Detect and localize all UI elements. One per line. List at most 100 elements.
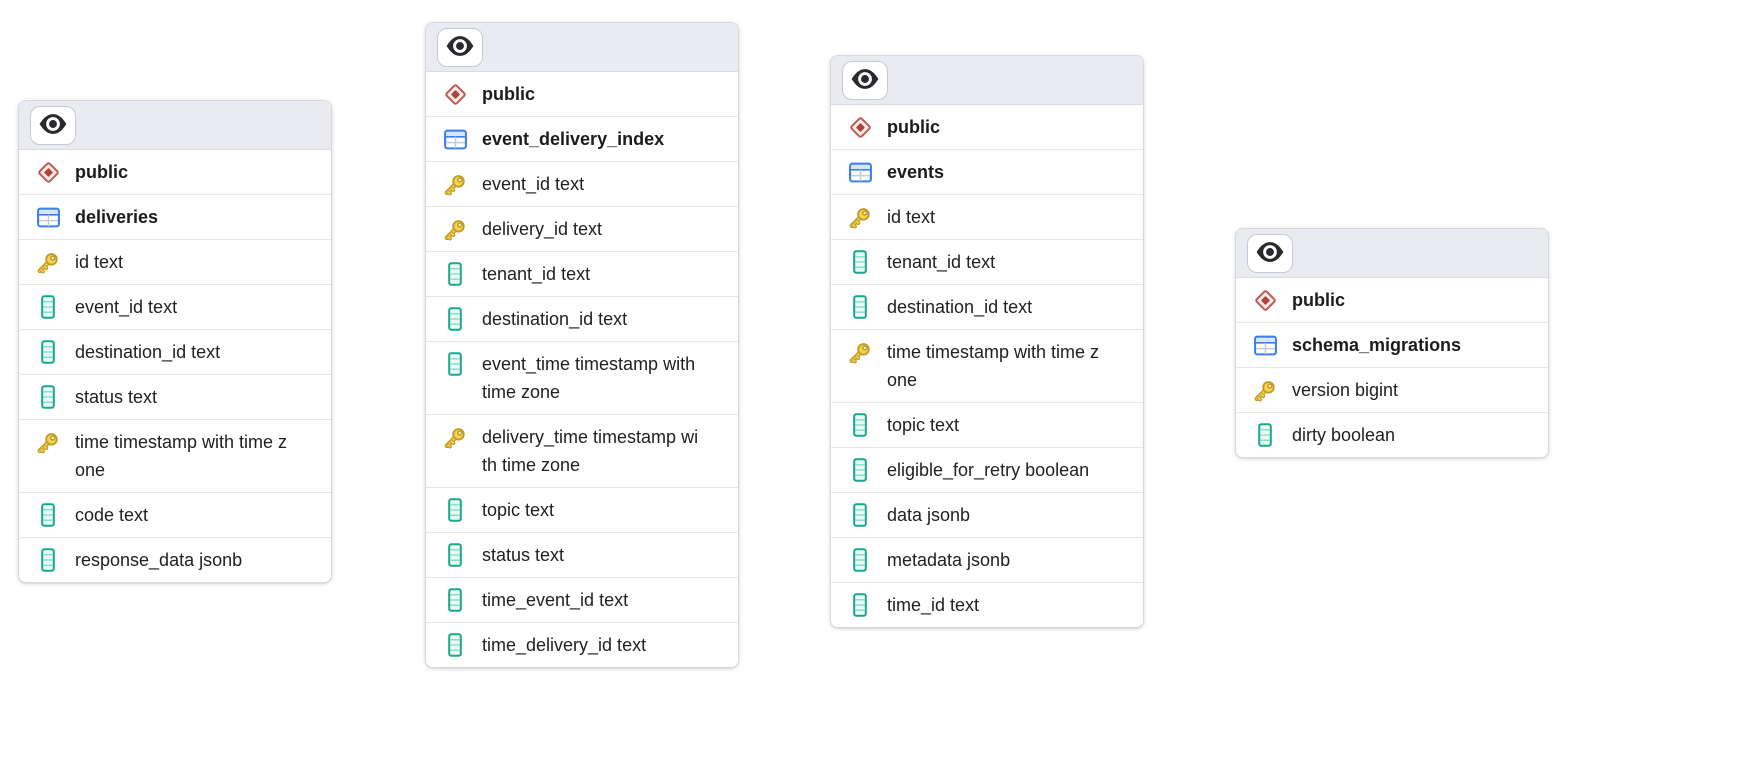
- column-label: id text: [75, 252, 124, 272]
- schema-row[interactable]: public: [19, 150, 331, 194]
- column-icon-slot: [33, 501, 63, 527]
- table-card-event_delivery_index[interactable]: public event_delivery_index event_id tex…: [425, 22, 739, 668]
- table-name: event_delivery_index: [482, 129, 665, 149]
- column-label: metadata jsonb: [887, 550, 1011, 570]
- column-row[interactable]: topic text: [831, 402, 1143, 447]
- table-card-body: public schema_migrations version bigint d…: [1236, 278, 1548, 457]
- column-icon-slot: [33, 383, 63, 409]
- table-icon-slot: [440, 125, 470, 152]
- column-row[interactable]: status text: [19, 374, 331, 419]
- column-row[interactable]: topic text: [426, 487, 738, 532]
- column-row[interactable]: time_event_id text: [426, 577, 738, 622]
- column-row[interactable]: tenant_id text: [426, 251, 738, 296]
- schema-row[interactable]: public: [1236, 278, 1548, 322]
- column-label: id text: [887, 207, 936, 227]
- column-row[interactable]: code text: [19, 492, 331, 537]
- table-card-body: public deliveries id text event_id text de…: [19, 150, 331, 582]
- column-icon: [853, 593, 867, 617]
- column-label: topic text: [482, 500, 555, 520]
- primary-key-icon: [444, 220, 465, 241]
- schema-diamond-icon: [1254, 290, 1276, 311]
- column-icon: [41, 503, 55, 527]
- column-row[interactable]: time_delivery_id text: [426, 622, 738, 667]
- eye-icon-slot: [1256, 241, 1284, 266]
- column-row[interactable]: event_time timestamp with time zone: [426, 341, 738, 414]
- column-label: time_delivery_id text: [482, 635, 647, 655]
- column-label: code text: [75, 505, 149, 525]
- column-row[interactable]: status text: [426, 532, 738, 577]
- column-label: delivery_id text: [482, 219, 603, 239]
- column-row[interactable]: delivery_id text: [426, 206, 738, 251]
- column-label: topic text: [887, 415, 960, 435]
- schema-row[interactable]: public: [426, 72, 738, 116]
- visibility-toggle-button[interactable]: [1247, 234, 1293, 273]
- column-row[interactable]: version bigint: [1236, 367, 1548, 412]
- primary-key-icon-slot: [1250, 376, 1280, 404]
- column-label: eligible_for_retry boolean: [887, 460, 1090, 480]
- column-row[interactable]: tenant_id text: [831, 239, 1143, 284]
- column-icon-slot: [440, 586, 470, 612]
- table-grid-icon: [848, 162, 872, 183]
- table-card-header: [19, 101, 331, 150]
- column-icon: [41, 340, 55, 364]
- column-row[interactable]: eligible_for_retry boolean: [831, 447, 1143, 492]
- schema-row[interactable]: public: [831, 105, 1143, 149]
- column-icon: [448, 633, 462, 657]
- primary-key-icon-slot: [845, 338, 875, 366]
- column-row[interactable]: dirty boolean: [1236, 412, 1548, 457]
- schema-name: public: [75, 162, 128, 182]
- column-row[interactable]: destination_id text: [19, 329, 331, 374]
- visibility-toggle-button[interactable]: [842, 61, 888, 100]
- column-label: destination_id text: [482, 309, 628, 329]
- column-row[interactable]: time timestamp with time zone: [831, 329, 1143, 402]
- table-name-row[interactable]: deliveries: [19, 194, 331, 239]
- table-name-row[interactable]: schema_migrations: [1236, 322, 1548, 367]
- schema-diamond-icon: [444, 84, 466, 105]
- table-card-deliveries[interactable]: public deliveries id text event_id text de…: [18, 100, 332, 583]
- column-row[interactable]: response_data jsonb: [19, 537, 331, 582]
- column-label: event_time timestamp with time zone: [482, 354, 696, 402]
- column-row[interactable]: event_id text: [426, 161, 738, 206]
- column-row[interactable]: destination_id text: [831, 284, 1143, 329]
- column-label: destination_id text: [75, 342, 221, 362]
- column-label: version bigint: [1292, 380, 1399, 400]
- column-icon: [853, 250, 867, 274]
- column-label: time_event_id text: [482, 590, 629, 610]
- column-row[interactable]: time timestamp with time zone: [19, 419, 331, 492]
- table-card-header: [831, 56, 1143, 105]
- column-icon-slot: [845, 546, 875, 572]
- column-icon-slot: [33, 338, 63, 364]
- eye-icon-slot: [446, 35, 474, 60]
- column-label: data jsonb: [887, 505, 971, 525]
- column-row[interactable]: delivery_time timestamp with time zone: [426, 414, 738, 487]
- visibility-toggle-button[interactable]: [437, 28, 483, 67]
- column-row[interactable]: event_id text: [19, 284, 331, 329]
- column-row[interactable]: id text: [19, 239, 331, 284]
- visibility-toggle-button[interactable]: [30, 106, 76, 145]
- column-row[interactable]: metadata jsonb: [831, 537, 1143, 582]
- eye-icon: [39, 114, 67, 134]
- table-card-schema_migrations[interactable]: public schema_migrations version bigint d…: [1235, 228, 1549, 458]
- column-row[interactable]: time_id text: [831, 582, 1143, 627]
- column-icon: [448, 262, 462, 286]
- table-card-body: public event_delivery_index event_id tex…: [426, 72, 738, 667]
- column-icon: [448, 543, 462, 567]
- primary-key-icon-slot: [440, 215, 470, 243]
- schema-diamond-icon: [849, 117, 871, 138]
- column-row[interactable]: data jsonb: [831, 492, 1143, 537]
- table-name: schema_migrations: [1292, 335, 1462, 355]
- eye-icon: [1256, 242, 1284, 262]
- table-name-row[interactable]: events: [831, 149, 1143, 194]
- column-label: event_id text: [482, 174, 585, 194]
- primary-key-icon: [37, 253, 58, 274]
- table-icon-slot: [845, 158, 875, 185]
- column-row[interactable]: destination_id text: [426, 296, 738, 341]
- column-icon: [448, 498, 462, 522]
- table-name-row[interactable]: event_delivery_index: [426, 116, 738, 161]
- column-icon: [448, 352, 462, 376]
- table-name: deliveries: [75, 207, 159, 227]
- column-icon-slot: [845, 501, 875, 527]
- column-row[interactable]: id text: [831, 194, 1143, 239]
